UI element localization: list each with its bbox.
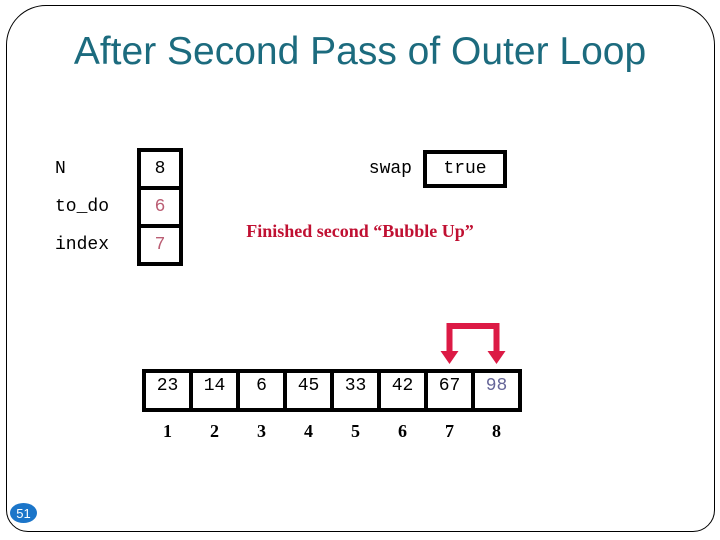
array-index-label: 6: [398, 421, 407, 441]
array-cell: 14: [189, 369, 240, 412]
variable-value-box: 7: [137, 224, 183, 266]
array-index-label: 7: [445, 421, 454, 441]
array-index-label: 2: [210, 421, 219, 441]
array-index-label: 4: [304, 421, 313, 441]
page-number-badge: 51: [10, 503, 37, 523]
swap-label: swap: [368, 159, 412, 179]
array-cell: 98: [471, 369, 522, 412]
array-cell: 6: [236, 369, 287, 412]
slide-title: After Second Pass of Outer Loop: [73, 30, 647, 73]
array-cell: 45: [283, 369, 334, 412]
variable-label: index: [55, 235, 110, 255]
variable-row: index 7: [55, 224, 183, 266]
array-index-label: 1: [163, 421, 172, 441]
swap-arrow-icon: [438, 320, 508, 366]
variable-value-box: 8: [137, 148, 183, 190]
array-index-label: 3: [257, 421, 266, 441]
annotation-text: Finished second “Bubble Up”: [246, 221, 474, 241]
array-cell: 67: [424, 369, 475, 412]
variable-label: N: [55, 159, 66, 179]
array-index-label: 5: [351, 421, 360, 441]
slide-border: [6, 5, 715, 532]
variable-label: to_do: [55, 197, 110, 217]
array-cell: 23: [142, 369, 193, 412]
array-cell: 33: [330, 369, 381, 412]
swap-value-box: true: [423, 150, 507, 188]
array-index-label: 8: [492, 421, 501, 441]
array-indices: 1 2 3 4 5 6 7 8: [144, 421, 520, 442]
array-cell: 42: [377, 369, 428, 412]
